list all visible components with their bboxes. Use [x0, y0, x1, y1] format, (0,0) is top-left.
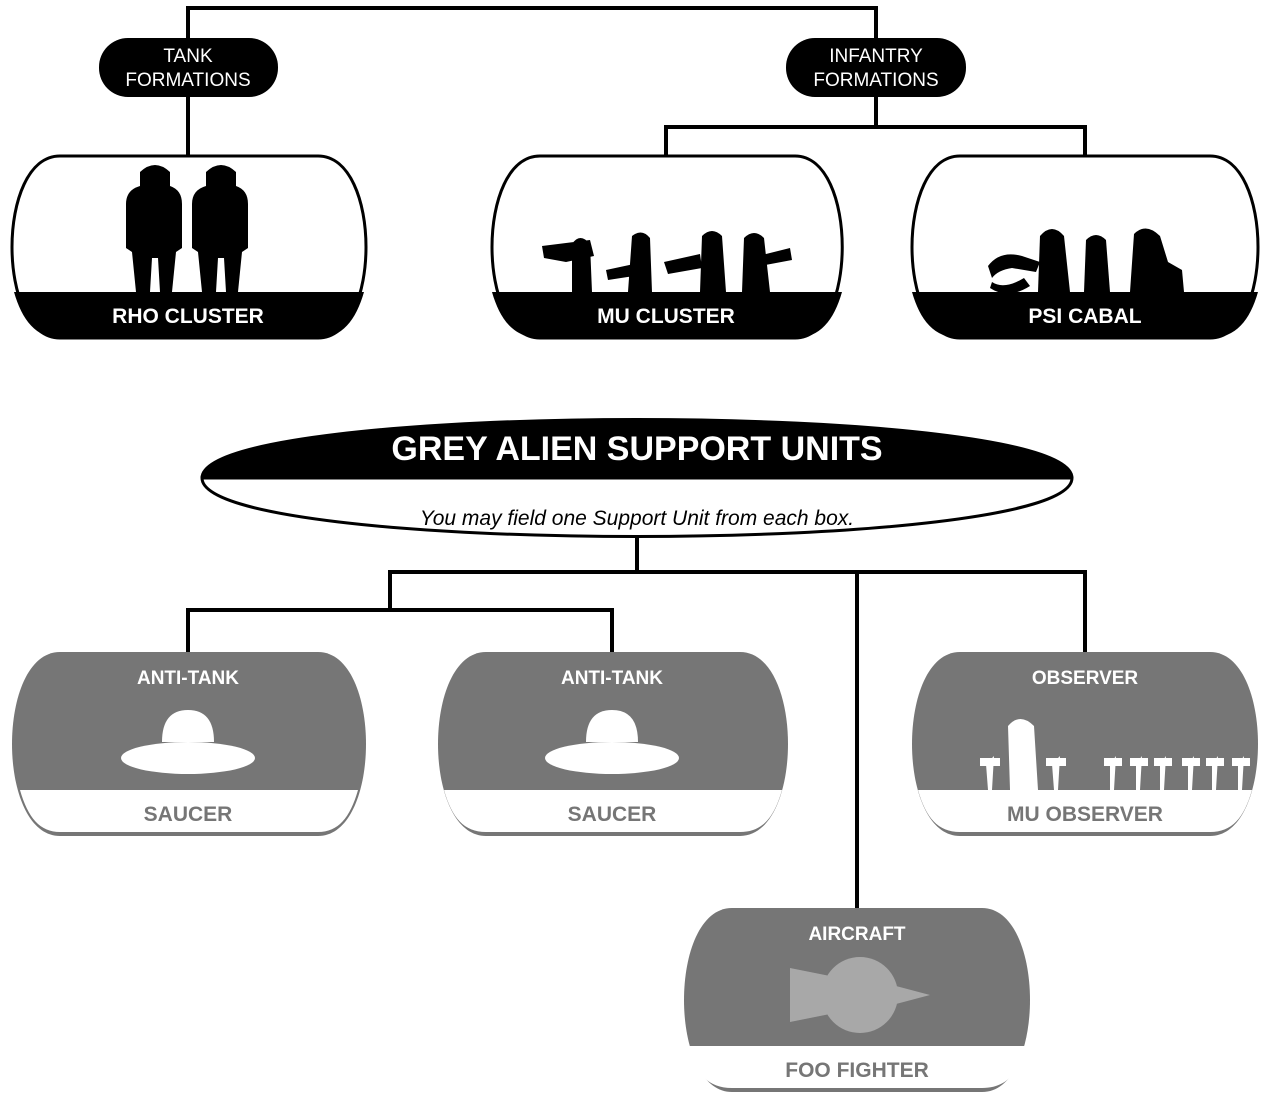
- mu-cluster-label: MU CLUSTER: [597, 305, 735, 328]
- tank-formations-line2: FORMATIONS: [125, 70, 250, 91]
- saucer-icon: [545, 710, 679, 774]
- observer-unit-label: MU OBSERVER: [1007, 803, 1163, 826]
- rho-cluster-box: RHO CLUSTER: [10, 154, 368, 340]
- aircraft-category-label: AIRCRAFT: [808, 924, 905, 945]
- observer-category-label: OBSERVER: [1032, 668, 1139, 689]
- psychic-aliens-icon: [988, 228, 1184, 294]
- anti-tank-box-1: ANTI-TANK SAUCER: [12, 652, 366, 836]
- tank-formations-line1: TANK: [163, 46, 213, 67]
- infantry-formations-line1: INFANTRY: [829, 46, 923, 67]
- psi-cabal-label: PSI CABAL: [1028, 305, 1141, 328]
- connector-lines: [186, 6, 1087, 910]
- anti-tank-branch: [186, 608, 614, 654]
- infantry-branch: [664, 125, 1087, 158]
- anti-tank-category-label-1: ANTI-TANK: [137, 668, 239, 689]
- anti-tank-unit-label-1: SAUCER: [144, 803, 233, 826]
- infantry-formations-line2: FORMATIONS: [813, 70, 938, 91]
- support-units-title: GREY ALIEN SUPPORT UNITS: [391, 430, 882, 468]
- tank-formations-pill: TANK FORMATIONS: [99, 38, 278, 97]
- armed-grey-aliens-icon: [542, 231, 792, 292]
- rho-cluster-label: RHO CLUSTER: [112, 305, 264, 328]
- observer-box: OBSERVER MU OBSERVER: [912, 652, 1258, 836]
- observer-icon: [980, 719, 1250, 790]
- support-branch: [388, 570, 1087, 654]
- aircraft-unit-label: FOO FIGHTER: [785, 1059, 929, 1082]
- anti-tank-category-label-2: ANTI-TANK: [561, 668, 663, 689]
- infantry-formations-pill: INFANTRY FORMATIONS: [786, 38, 966, 97]
- aircraft-box: AIRCRAFT FOO FIGHTER: [684, 908, 1030, 1092]
- anti-tank-box-2: ANTI-TANK SAUCER: [438, 652, 788, 836]
- saucer-icon: [121, 710, 255, 774]
- psi-cabal-box: PSI CABAL: [910, 154, 1260, 340]
- anti-tank-unit-label-2: SAUCER: [568, 803, 657, 826]
- foo-fighter-icon: [790, 957, 930, 1033]
- top-connector: [186, 6, 878, 40]
- mu-cluster-box: MU CLUSTER: [490, 154, 844, 340]
- support-units-subtitle: You may field one Support Unit from each…: [420, 507, 854, 530]
- tall-grey-aliens-icon: [126, 165, 248, 292]
- support-units-header: GREY ALIEN SUPPORT UNITS You may field o…: [200, 418, 1074, 538]
